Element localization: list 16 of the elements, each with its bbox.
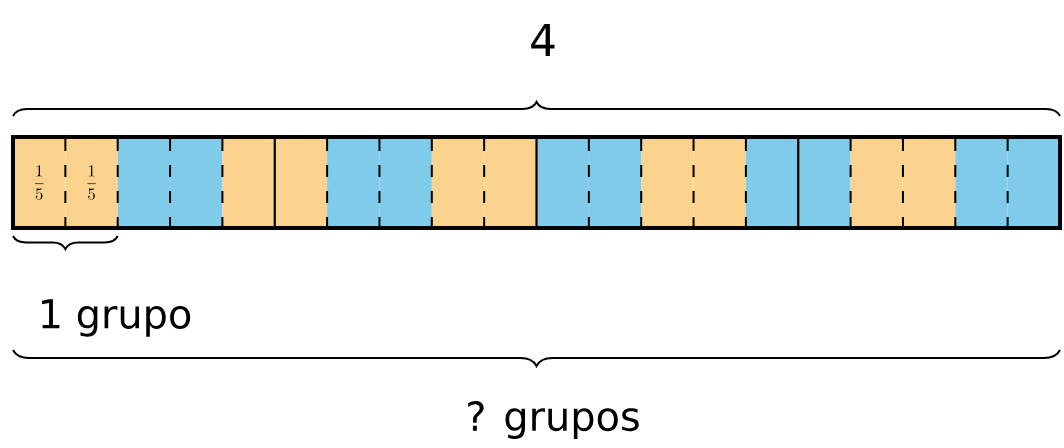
tape-cell — [484, 137, 537, 228]
tape-cell — [798, 137, 851, 228]
tape-cell — [222, 137, 275, 228]
tape-cell — [955, 137, 1008, 228]
tape-cell — [170, 137, 223, 228]
tape-cell — [850, 137, 903, 228]
tape-cell — [641, 137, 694, 228]
fraction-cell: $\frac{1}{5}$ — [13, 137, 66, 228]
tape-cell — [379, 137, 432, 228]
fraction-cell: $\frac{1}{5}$ — [65, 137, 118, 228]
brace-label: 4 — [531, 24, 555, 56]
brace-label: ? grupos — [468, 401, 639, 439]
tape-cell — [327, 137, 380, 228]
tape-cell — [693, 137, 746, 228]
tape-cell — [536, 137, 589, 228]
brace-label: 1 grupo — [42, 299, 191, 337]
